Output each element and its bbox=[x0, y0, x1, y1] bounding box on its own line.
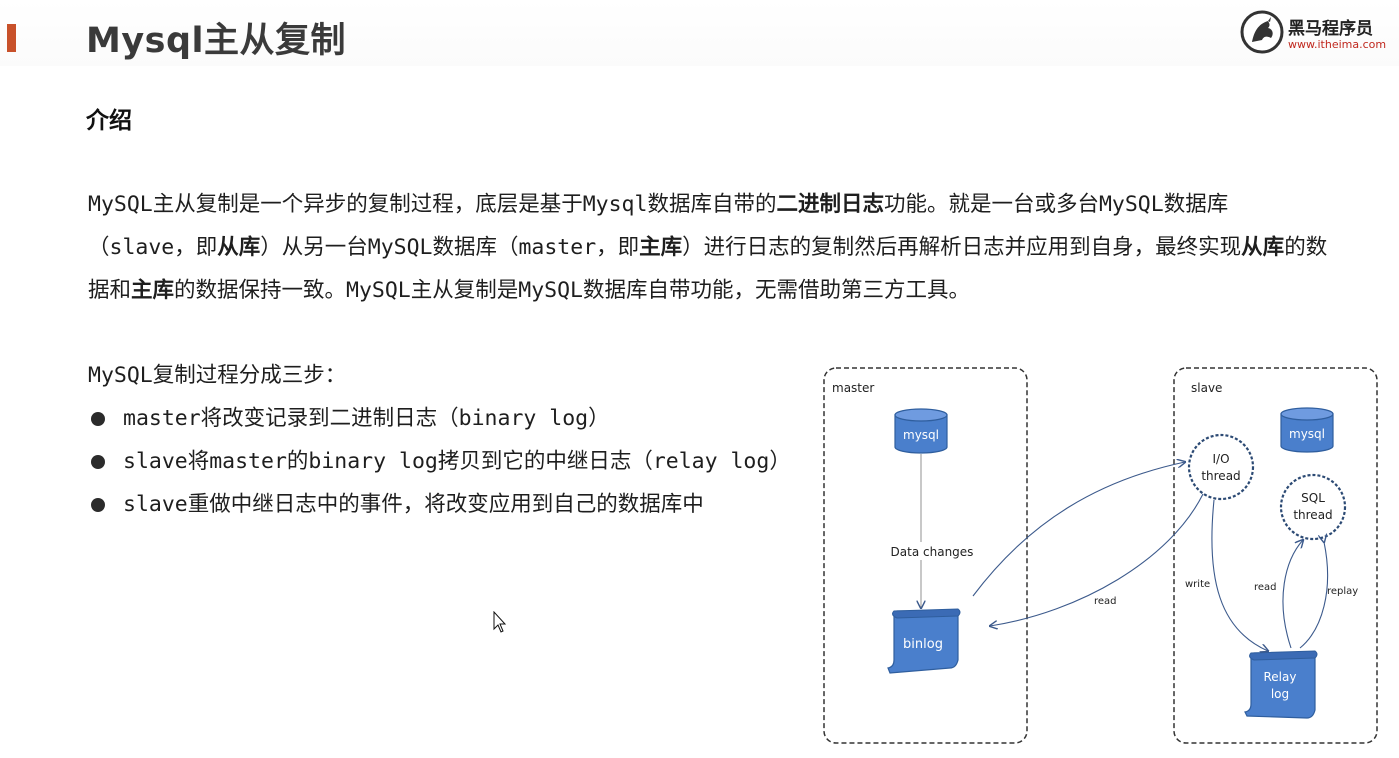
master-mysql-label: mysql bbox=[903, 428, 939, 442]
mouse-cursor-icon bbox=[493, 611, 507, 633]
intro-text: ）进行日志的复制然后再解析日志并应用到自身，最终实现 bbox=[682, 235, 1242, 260]
page-title: Mysql主从复制 bbox=[86, 21, 347, 61]
replay-label: replay bbox=[1327, 586, 1358, 597]
binlog-label: binlog bbox=[903, 637, 943, 652]
steps-list: master将改变记录到二进制日志（binary log） slave将mast… bbox=[88, 397, 791, 526]
master-label: master bbox=[832, 381, 874, 395]
binlog-to-io-arrow bbox=[972, 462, 1185, 597]
sql-thread-label-line2: thread bbox=[1293, 508, 1332, 522]
step-item: slave将master的binary log拷贝到它的中继日志（relay l… bbox=[88, 440, 791, 483]
sql-read-relay-arrow bbox=[1282, 540, 1303, 649]
intro-text: 的数据和 bbox=[88, 235, 1328, 303]
itheima-logo: 黑马程序员 www.itheima.com bbox=[1240, 10, 1390, 54]
master-mysql-icon bbox=[894, 408, 948, 454]
read-relay-label: read bbox=[1254, 582, 1277, 593]
step-text: slave将master的binary log拷贝到它的中继日志（relay l… bbox=[123, 449, 791, 474]
logo-url: www.itheima.com bbox=[1288, 38, 1387, 51]
intro-text: 的数据保持一致。MySQL主从复制是MySQL数据库自带功能，无需借助第三方工具… bbox=[174, 278, 970, 303]
data-changes-bg bbox=[890, 542, 974, 560]
io-thread-label-line1: I/O bbox=[1212, 452, 1229, 466]
io-thread-node bbox=[1187, 433, 1255, 501]
bullet-icon bbox=[91, 412, 105, 426]
horse-logo-icon bbox=[1240, 10, 1284, 54]
intro-bold-master: 主库 bbox=[639, 235, 683, 260]
intro-bold-slave: 从库 bbox=[1241, 235, 1285, 260]
step-item: slave重做中继日志中的事件，将改变应用到自己的数据库中 bbox=[88, 483, 791, 526]
relay-log-label-line2: log bbox=[1271, 687, 1289, 701]
relay-log-label-line1: Relay bbox=[1264, 670, 1297, 684]
logo-name: 黑马程序员 bbox=[1288, 19, 1373, 39]
intro-text: ）从另一台MySQL数据库（master，即 bbox=[260, 235, 640, 260]
intro-text: MySQL主从复制是一个异步的复制过程，底层是基于Mysql数据库自带的 bbox=[88, 192, 777, 217]
sql-thread-node bbox=[1279, 473, 1347, 541]
intro-bold-slave: 从库 bbox=[217, 235, 261, 260]
slave-label: slave bbox=[1191, 381, 1222, 395]
data-changes-label: Data changes bbox=[891, 545, 974, 559]
sql-thread-label-line1: SQL bbox=[1301, 491, 1325, 505]
relay-log-scroll-icon bbox=[1244, 650, 1318, 719]
header-band bbox=[0, 0, 1399, 66]
bullet-icon bbox=[91, 498, 105, 512]
replication-diagram: master slave mysql Data changes binlog m… bbox=[823, 367, 1378, 744]
slave-mysql-icon bbox=[1280, 407, 1334, 453]
sql-replay-arrow bbox=[1299, 542, 1329, 649]
step-item: master将改变记录到二进制日志（binary log） bbox=[88, 397, 791, 440]
title-accent-bar bbox=[7, 24, 16, 52]
slave-box bbox=[1173, 367, 1378, 744]
binlog-scroll-icon bbox=[887, 608, 961, 674]
step-text: master将改变记录到二进制日志（binary log） bbox=[123, 406, 610, 431]
intro-bold-binary-log: 二进制日志 bbox=[776, 192, 884, 217]
steps-title: MySQL复制过程分成三步： bbox=[88, 363, 347, 388]
io-write-relay-arrow bbox=[1211, 499, 1268, 651]
io-thread-label-line2: thread bbox=[1201, 469, 1240, 483]
step-text: slave重做中继日志中的事件，将改变应用到自己的数据库中 bbox=[123, 492, 704, 517]
intro-text: 功能。就是一台或多台MySQL数据库（slave，即 bbox=[88, 192, 1229, 260]
write-label: write bbox=[1185, 579, 1210, 590]
bullet-icon bbox=[91, 455, 105, 469]
section-heading: 介绍 bbox=[86, 108, 132, 134]
intro-paragraph: MySQL主从复制是一个异步的复制过程，底层是基于Mysql数据库自带的二进制日… bbox=[88, 183, 1328, 312]
intro-bold-master: 主库 bbox=[131, 278, 175, 303]
slave-mysql-label: mysql bbox=[1289, 427, 1325, 441]
io-read-binlog-arrow bbox=[990, 493, 1204, 626]
master-box bbox=[823, 367, 1028, 744]
read-binlog-label: read bbox=[1094, 596, 1117, 607]
